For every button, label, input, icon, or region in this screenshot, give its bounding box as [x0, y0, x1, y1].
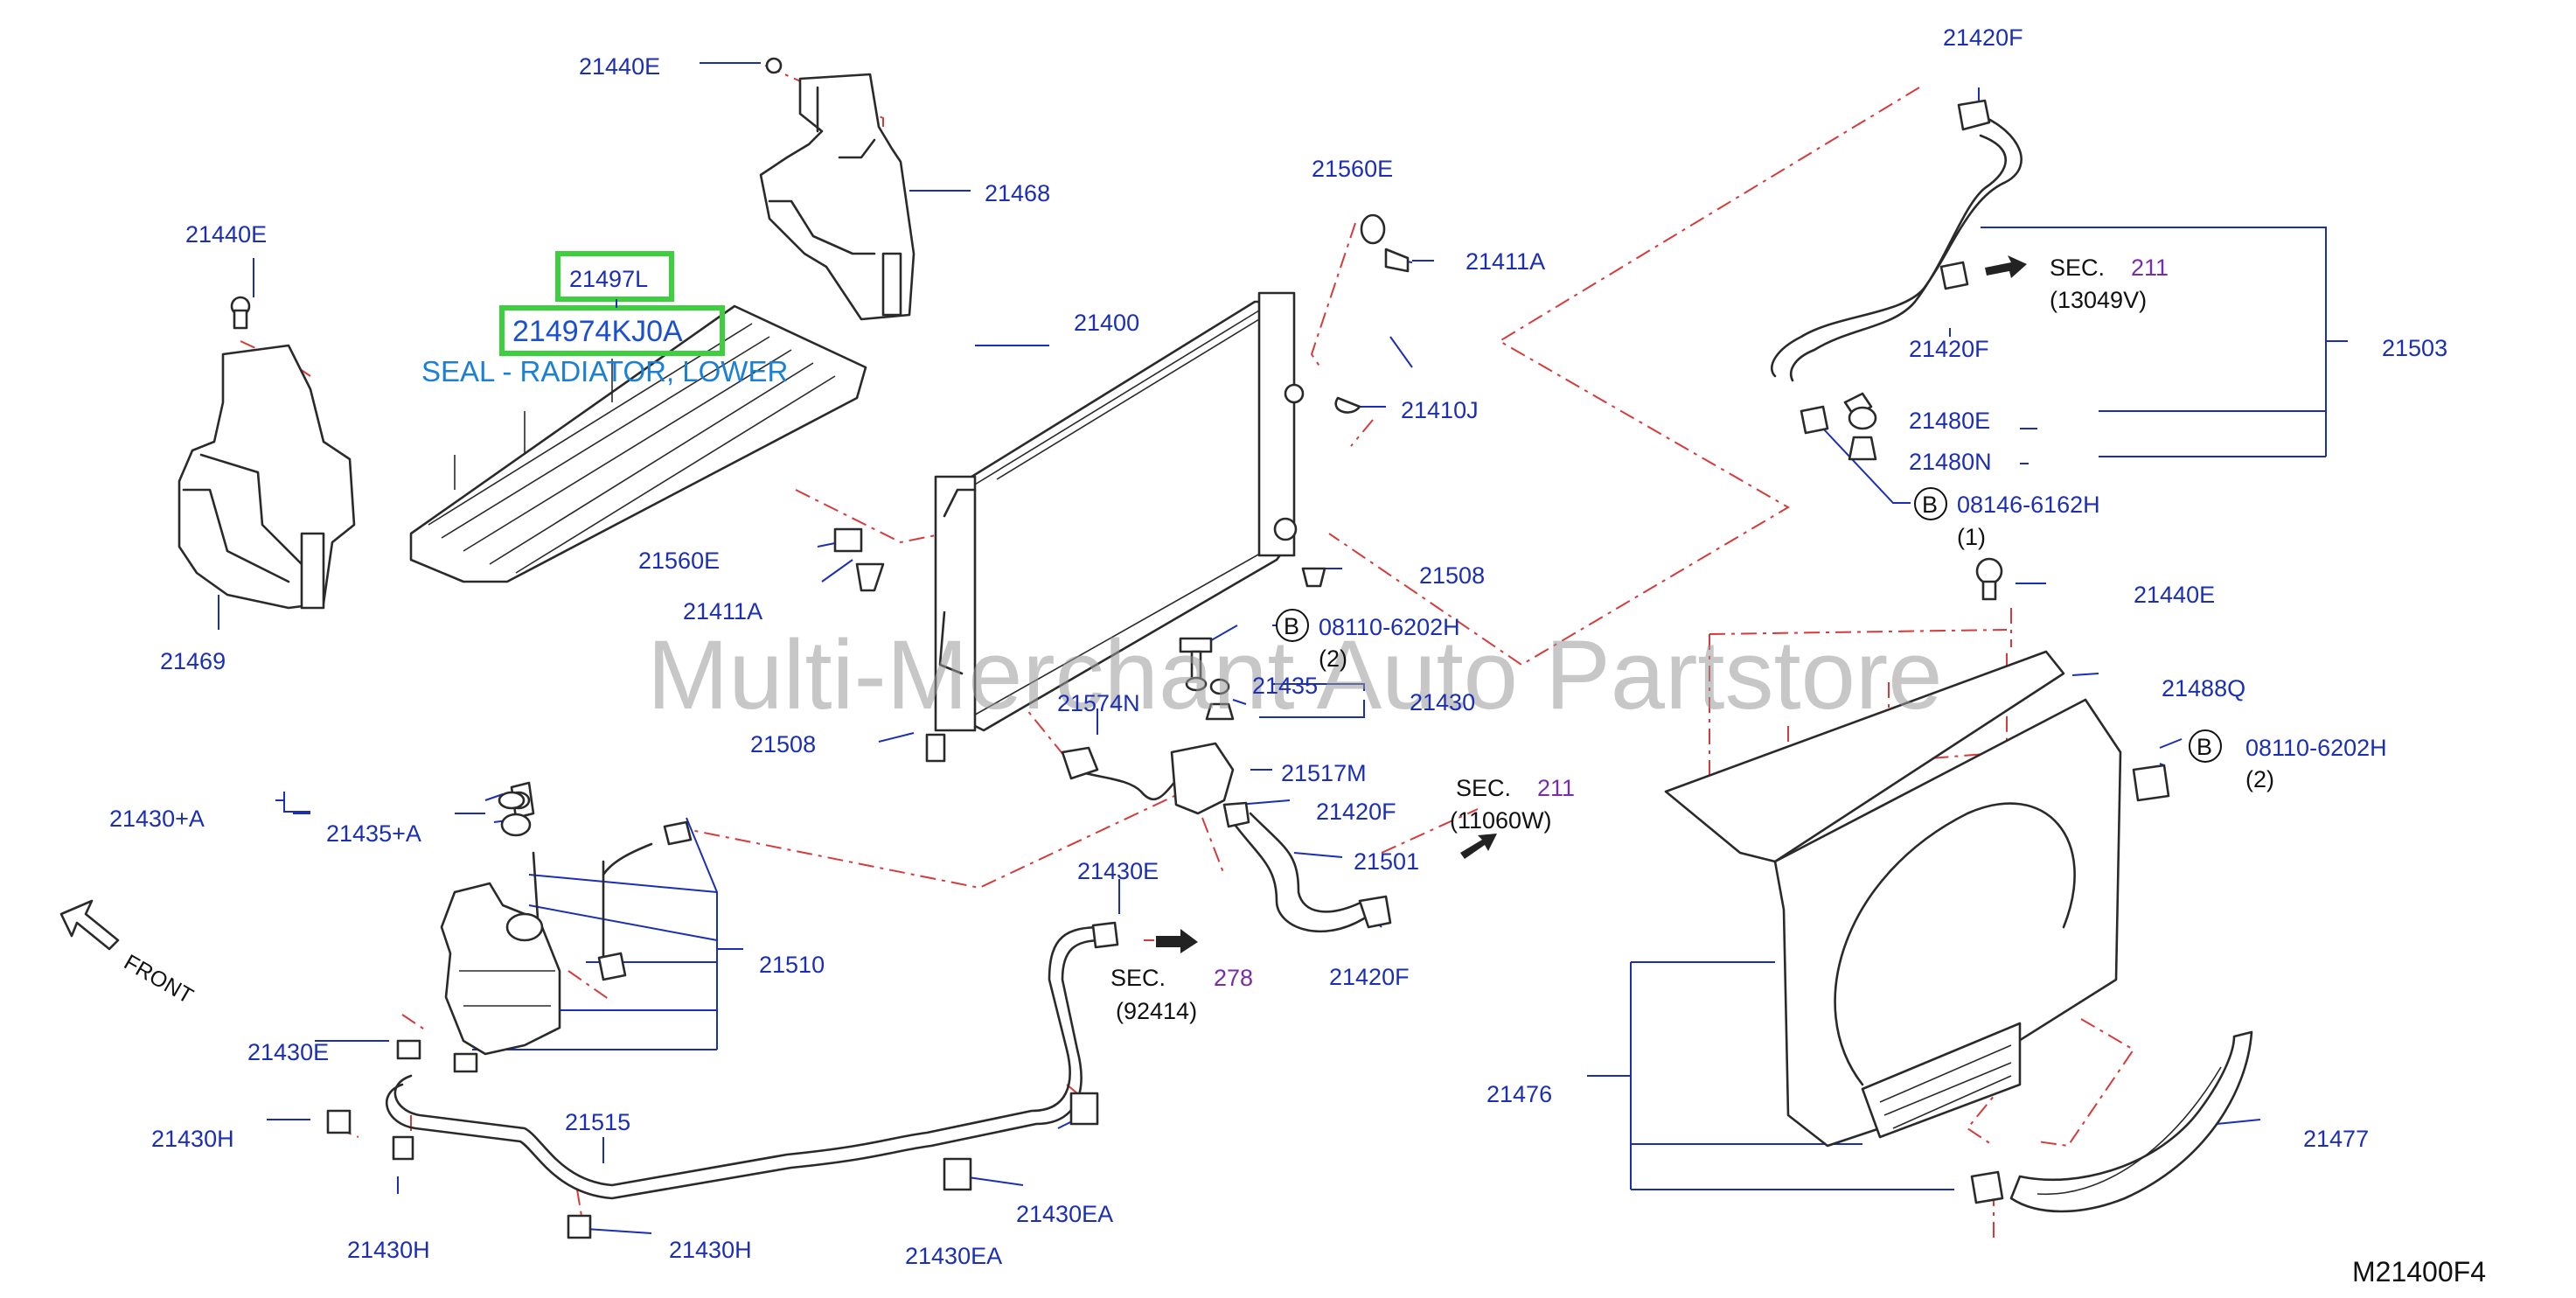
part-label[interactable]: 21420F [1909, 336, 1989, 362]
part-label[interactable]: 21420F [1329, 964, 1410, 990]
part-description: SEAL - RADIATOR, LOWER [421, 355, 788, 387]
part-label[interactable]: 21400 [1074, 310, 1139, 336]
part-label[interactable]: 21469 [160, 648, 226, 674]
part-label[interactable]: 21411A [1466, 248, 1545, 275]
upper-hose-21503 [1771, 99, 2023, 461]
radiator-core-21400 [934, 291, 1305, 732]
part-number-labels: 21440E 21468 21440E 21497L 214974KJ0A SE… [109, 24, 2486, 1288]
part-label[interactable]: 21440E [185, 221, 267, 248]
part-label[interactable]: 21430 [1410, 689, 1475, 715]
svg-text:B: B [2197, 734, 2212, 760]
part-label[interactable]: 21435+A [326, 820, 421, 847]
highlight-box-214974KJ0A [499, 305, 725, 356]
part-label[interactable]: 21430EA [1016, 1201, 1113, 1227]
part-label[interactable]: 21420F [1943, 24, 2023, 51]
part-label[interactable]: 21430EA [905, 1243, 1002, 1269]
section-ref-sub: (11060W) [1450, 807, 1552, 834]
part-label[interactable]: 08146-6162H [1957, 492, 2100, 518]
radiator-lower-seal-panel [409, 304, 867, 583]
overflow-hose-21515 [326, 921, 1119, 1239]
part-label[interactable]: 21411A [683, 598, 762, 625]
part-label-qty: (2) [1319, 646, 1347, 672]
part-label[interactable]: 21477 [2303, 1126, 2369, 1152]
watermark: Multi-Merchant Auto Partstore [647, 620, 1942, 729]
part-label[interactable]: 21420F [1316, 799, 1396, 825]
part-label[interactable]: 21430H [347, 1237, 430, 1263]
bolt-b-icon [2189, 729, 2222, 763]
part-label[interactable]: 21517M [1281, 760, 1367, 786]
part-label[interactable]: 21480N [1909, 449, 1992, 475]
front-label: FRONT [120, 950, 198, 1008]
front-arrow-icon [59, 899, 120, 951]
section-ref[interactable]: SEC. [2050, 255, 2105, 281]
part-label[interactable]: 21468 [985, 180, 1050, 206]
section-ref-sub: (92414) [1116, 998, 1197, 1024]
part-label-21497L[interactable]: 21497L [569, 266, 648, 292]
part-label[interactable]: 21430E [1077, 858, 1159, 884]
lower-hose-21501 [1061, 742, 1392, 933]
part-label[interactable]: 21476 [1486, 1081, 1552, 1107]
section-ref[interactable]: SEC. [1456, 775, 1511, 801]
bolt-b-icon [1914, 487, 1947, 520]
part-label[interactable]: 21430H [669, 1237, 752, 1263]
diagram-code: M21400F4 [2352, 1256, 2486, 1288]
section-ref-number[interactable]: 278 [1214, 965, 1253, 991]
part-label-qty: (2) [2245, 766, 2274, 792]
part-label[interactable]: 21560E [638, 548, 720, 574]
section-ref-number[interactable]: 211 [2131, 255, 2169, 281]
lower-shroud-21477 [2009, 1030, 2253, 1213]
part-label[interactable]: 21508 [1419, 562, 1485, 589]
part-label[interactable]: 21430H [151, 1126, 234, 1152]
section-ref-sub: (13049V) [2050, 287, 2147, 313]
cap-items [498, 676, 1208, 810]
bolt-b-icon [1276, 609, 1309, 642]
highlight-box-21497L [555, 251, 674, 302]
part-label[interactable]: 21440E [579, 53, 660, 80]
part-label-qty: (1) [1957, 524, 1986, 550]
section-ref-number[interactable]: 211 [1537, 775, 1575, 801]
section-arrows [1156, 255, 2027, 953]
part-label[interactable]: 08110-6202H [2245, 735, 2387, 761]
part-label-214974KJ0A[interactable]: 214974KJ0A [512, 315, 683, 348]
fasteners-center [833, 213, 1410, 763]
part-label[interactable]: 21430E [247, 1039, 329, 1065]
part-label[interactable]: 21488Q [2162, 675, 2245, 701]
part-label[interactable]: 08110-6202H [1319, 614, 1460, 640]
part-label[interactable]: 21430+A [109, 806, 205, 832]
svg-text:B: B [1922, 492, 1938, 518]
upper-shroud-21468 [759, 57, 916, 321]
part-label[interactable]: 21501 [1354, 848, 1419, 875]
part-label[interactable]: 21435 [1252, 673, 1318, 699]
part-label[interactable]: 21515 [565, 1109, 630, 1135]
part-label[interactable]: 21510 [759, 952, 825, 978]
part-label[interactable]: 21574N [1057, 690, 1140, 716]
svg-text:B: B [1284, 613, 1299, 639]
reservoir-tank-21510 [440, 781, 693, 1073]
part-label[interactable]: 21480E [1909, 408, 1990, 434]
part-label[interactable]: 21440E [2134, 582, 2215, 608]
section-ref[interactable]: SEC. [1110, 965, 1166, 991]
part-label[interactable]: 21560E [1312, 156, 1393, 182]
part-label[interactable]: 21503 [2382, 335, 2447, 361]
fan-shroud-21476 [1664, 557, 2170, 1204]
part-label[interactable]: 21410J [1401, 397, 1479, 423]
part-label[interactable]: 21508 [750, 731, 816, 757]
left-shroud-21469 [178, 296, 356, 610]
bolt-markers: B B B [1276, 487, 2222, 763]
